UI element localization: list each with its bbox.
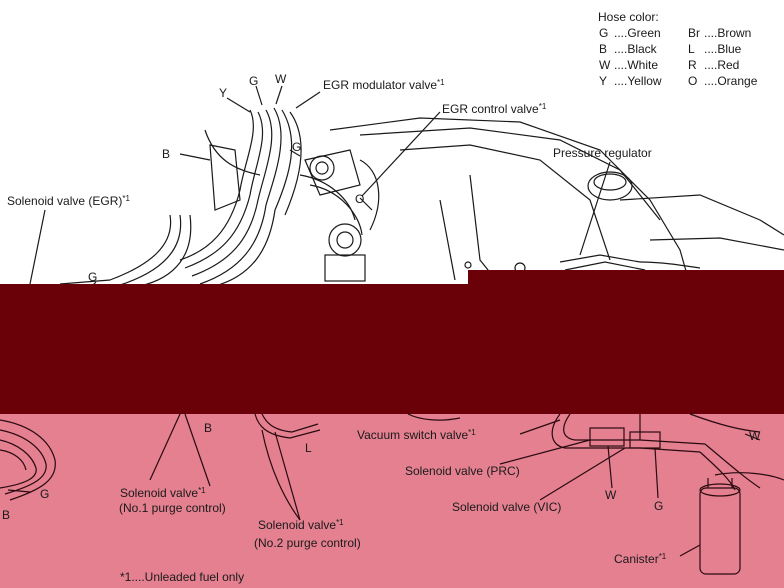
legend-code-g: G bbox=[599, 26, 609, 40]
legend-name-blue: ....Blue bbox=[704, 42, 742, 56]
label-vacuum-switch: Vacuum switch valve*1 bbox=[357, 428, 476, 442]
legend-code-br: Br bbox=[688, 26, 700, 40]
legend-name-green: ....Green bbox=[614, 26, 661, 40]
tag-g-top: G bbox=[249, 74, 259, 88]
legend-name-red: ....Red bbox=[704, 58, 740, 72]
regulator-cap bbox=[587, 171, 633, 201]
label-solenoid-vic: Solenoid valve (VIC) bbox=[452, 500, 562, 514]
egr-modulator-body bbox=[309, 155, 335, 181]
label-solenoid-prc: Solenoid valve (PRC) bbox=[405, 464, 520, 478]
legend-code-y: Y bbox=[599, 74, 608, 88]
tag-y: Y bbox=[219, 86, 228, 100]
legend-code-l: L bbox=[688, 42, 695, 56]
footnote: *1....Unleaded fuel only bbox=[120, 570, 245, 584]
tag-b-lower: B bbox=[204, 421, 213, 435]
label-solenoid-no2-sub: (No.2 purge control) bbox=[254, 536, 361, 550]
canister-body bbox=[699, 487, 741, 575]
dark-band-top bbox=[468, 270, 784, 286]
tag-g-bottom: G bbox=[654, 499, 664, 513]
legend-name-white: ....White bbox=[614, 58, 659, 72]
tag-w-right: W bbox=[749, 429, 761, 443]
tag-g-mid: G bbox=[292, 140, 302, 154]
label-pressure-regulator: Pressure regulator bbox=[553, 146, 652, 160]
legend-name-brown: ....Brown bbox=[704, 26, 752, 40]
tag-g-left: G bbox=[88, 270, 98, 284]
label-solenoid-no1-sub: (No.1 purge control) bbox=[119, 501, 226, 515]
label-egr-modulator: EGR modulator valve*1 bbox=[323, 78, 445, 92]
legend-name-black: ....Black bbox=[614, 42, 657, 56]
legend-code-o: O bbox=[688, 74, 698, 88]
legend-code-r: R bbox=[688, 58, 697, 72]
label-solenoid-egr: Solenoid valve (EGR)*1 bbox=[7, 194, 130, 208]
legend-code-w: W bbox=[599, 58, 611, 72]
tag-w-bottom: W bbox=[605, 488, 617, 502]
legend-title: Hose color: bbox=[598, 10, 659, 24]
legend-name-orange: ....Orange bbox=[704, 74, 758, 88]
legend-code-b: B bbox=[599, 42, 608, 56]
label-canister: Canister*1 bbox=[614, 552, 667, 566]
egr-control-body bbox=[328, 223, 362, 257]
label-solenoid-no1: Solenoid valve*1 bbox=[120, 486, 206, 500]
tag-b-left: B bbox=[162, 147, 171, 161]
manifold-outline bbox=[329, 117, 691, 286]
tag-g-bottom-left: G bbox=[40, 487, 50, 501]
label-egr-control: EGR control valve*1 bbox=[442, 102, 547, 116]
label-solenoid-no2: Solenoid valve*1 bbox=[258, 518, 344, 532]
dark-band bbox=[0, 284, 784, 414]
tag-o-mid: O bbox=[355, 192, 365, 206]
tag-l-lower: L bbox=[305, 441, 312, 455]
legend-name-yellow: ....Yellow bbox=[614, 74, 662, 88]
left-hose-bundle bbox=[0, 419, 56, 501]
tag-w-top: W bbox=[275, 72, 287, 86]
tag-b-bottom-left: B bbox=[2, 508, 11, 522]
